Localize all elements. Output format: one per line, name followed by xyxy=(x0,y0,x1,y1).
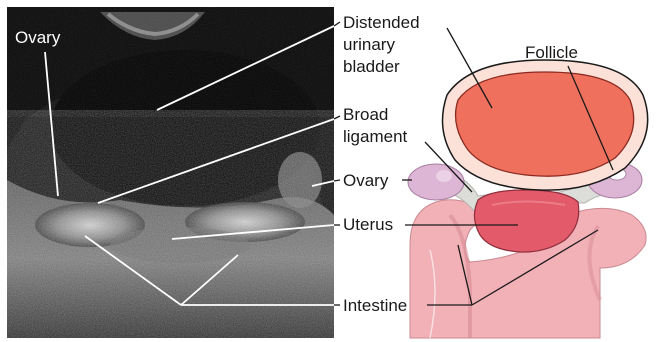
label-uterus: Uterus xyxy=(343,215,393,234)
label-distended-2: urinary xyxy=(343,35,395,54)
ultrasound-image: Ovary xyxy=(7,7,334,338)
ultrasound-ovary-label: Ovary xyxy=(15,28,61,47)
label-broad-2: ligament xyxy=(343,127,408,146)
anatomy-illustration xyxy=(408,60,648,338)
label-distended-3: bladder xyxy=(343,57,400,76)
bladder-shape xyxy=(456,72,634,176)
left-ovary-shape xyxy=(408,164,464,200)
label-ovary: Ovary xyxy=(343,171,389,190)
label-broad-1: Broad xyxy=(343,105,388,124)
label-follicle: Follicle xyxy=(525,43,578,62)
label-intestine: Intestine xyxy=(343,296,407,315)
label-distended-1: Distended xyxy=(343,13,420,32)
